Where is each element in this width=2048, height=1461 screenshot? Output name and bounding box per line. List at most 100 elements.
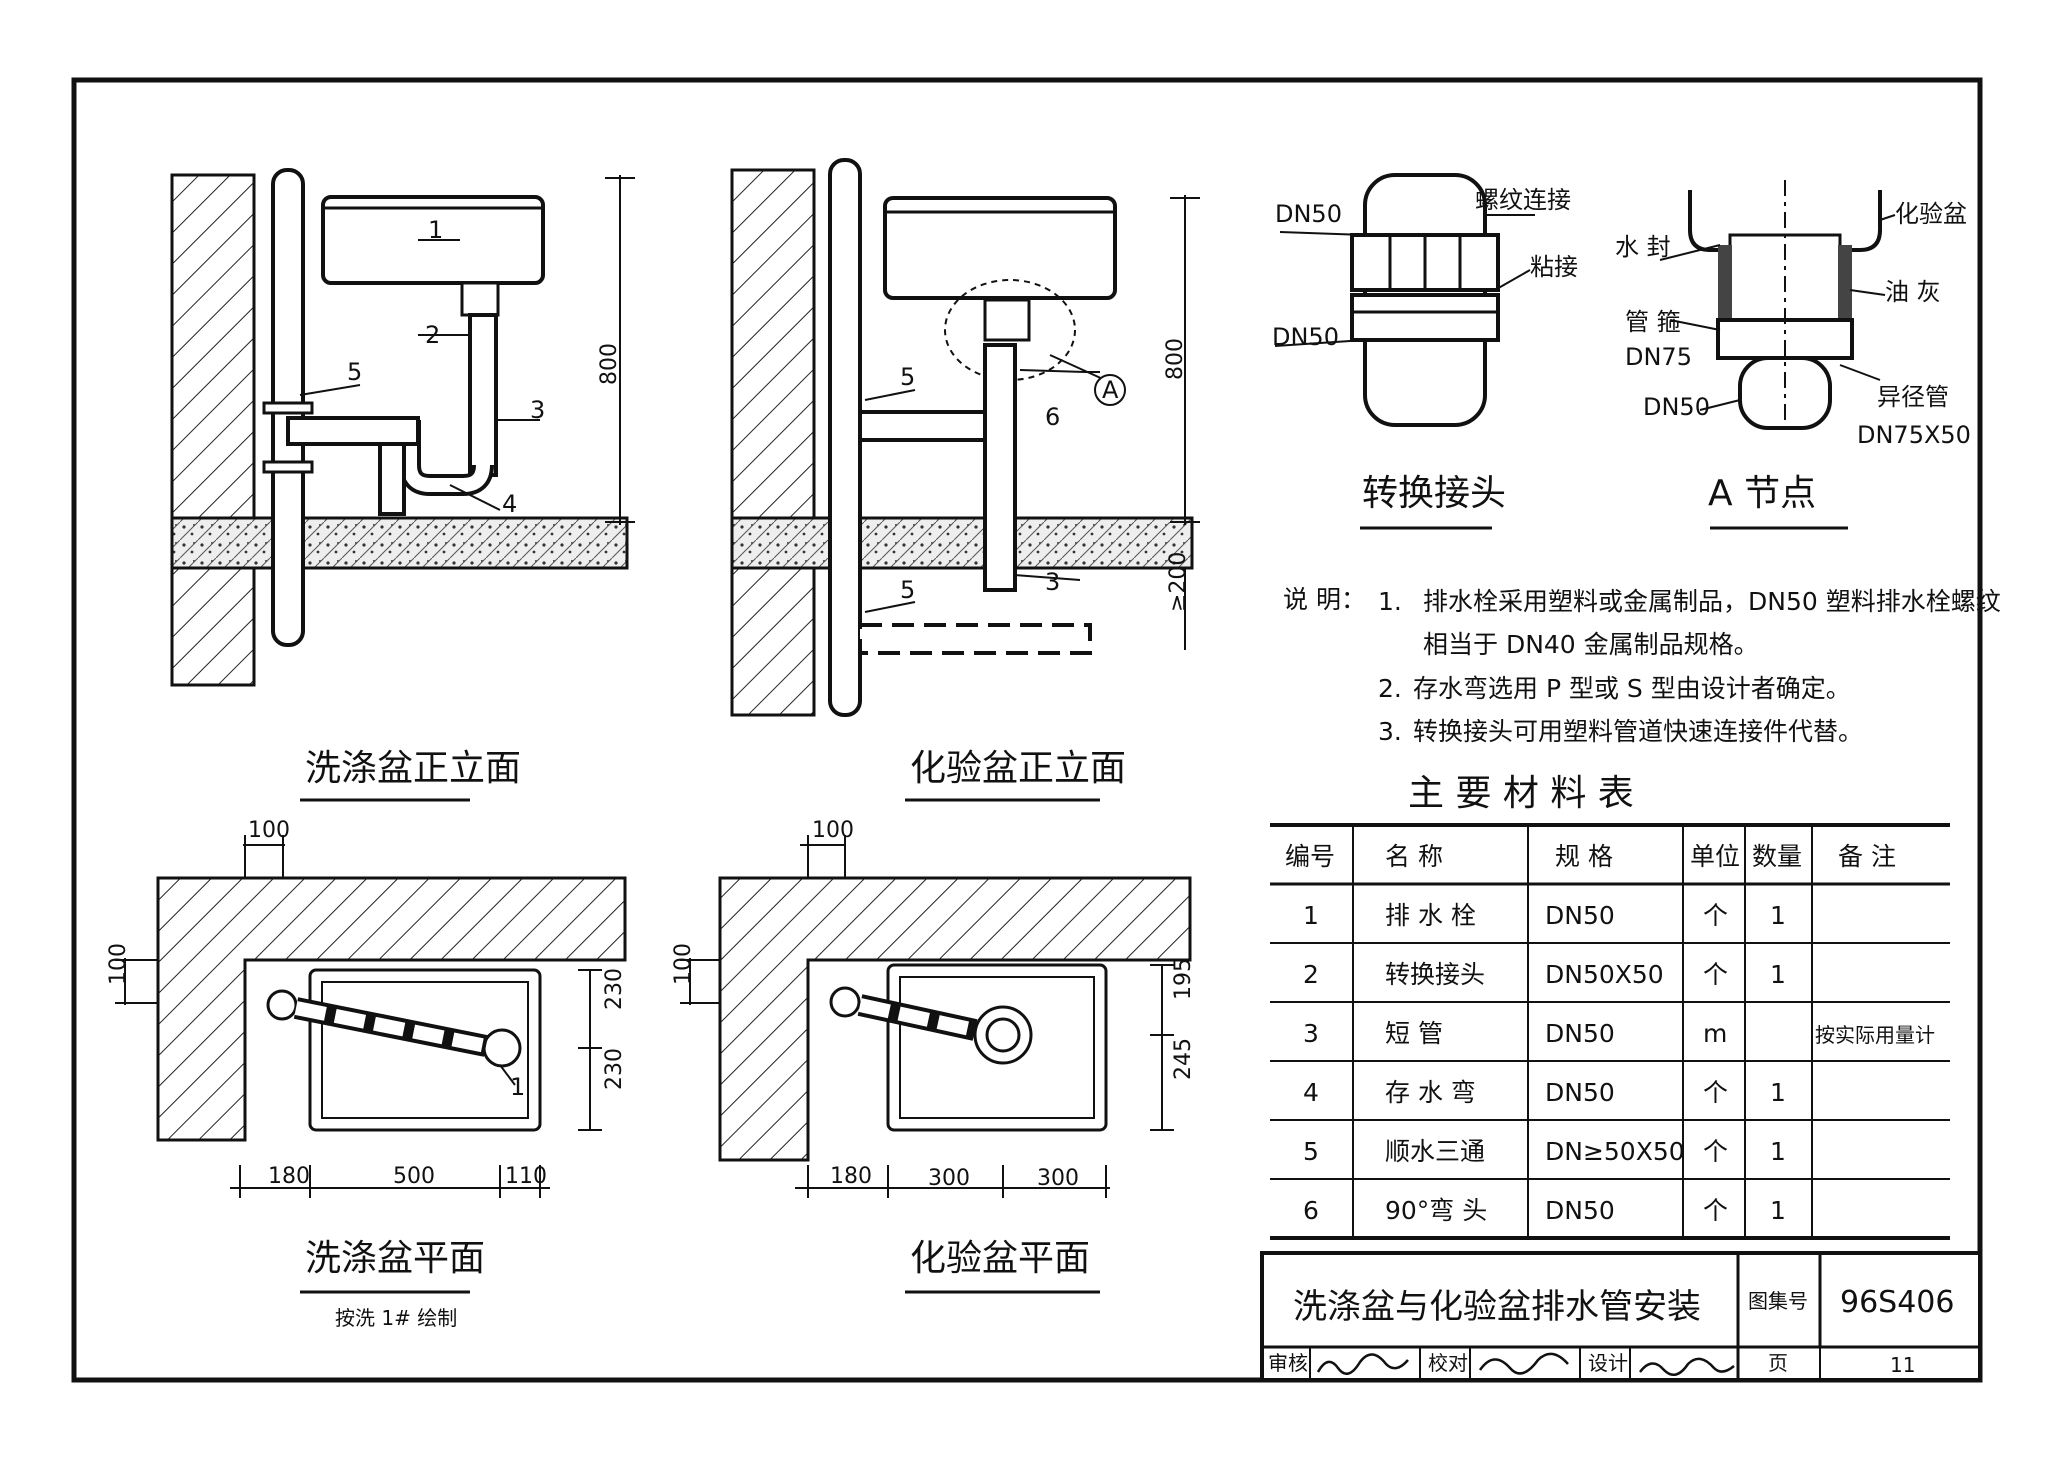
pipe-size: DN50 (1643, 393, 1710, 421)
wall-corner (718, 876, 1192, 1162)
notes-heading: 说 明： (1283, 585, 1366, 614)
sink-plan-subcaption: 按洗 1# 绘制 (335, 1306, 457, 1330)
cell-name: 90°弯 头 (1385, 1196, 1487, 1225)
table-row: 1 排 水 栓 DN50 个 1 (1303, 901, 1786, 930)
cell-spec: DN50 (1545, 1019, 1615, 1048)
drain-plug (460, 281, 500, 317)
sink-plan: 1 100 100 230 230 180 500 110 洗涤盆平面 按洗 1… (106, 818, 627, 1330)
floor-slab (170, 516, 629, 570)
thread-label: 螺纹连接 (1475, 186, 1571, 214)
glued-section (1350, 293, 1500, 342)
lab-basin (883, 196, 1117, 300)
cell-qty: 1 (1770, 901, 1786, 930)
basin-label: 化验盆 (1895, 200, 1967, 228)
header-remark: 备 注 (1838, 842, 1896, 871)
seal-label: 水 封 (1615, 233, 1671, 261)
page-number: 11 (1890, 1353, 1915, 1377)
reducer-label: 异径管 (1877, 383, 1949, 411)
cell-unit: 个 (1703, 960, 1728, 989)
branch-pipe (858, 410, 987, 442)
node-a-caption: A 节点 (1708, 473, 1816, 514)
cell-no: 3 (1303, 1019, 1319, 1048)
cell-name: 存 水 弯 (1385, 1078, 1476, 1107)
notes: 说 明： 1. 排水栓采用塑料或金属制品，DN50 塑料排水栓螺纹 相当于 DN… (1283, 585, 2001, 746)
p-trap (403, 420, 490, 492)
cell-spec: DN50 (1545, 1196, 1615, 1225)
reducer-size: DN75X50 (1857, 421, 1971, 449)
cell-unit: 个 (1703, 1137, 1728, 1166)
sink-elevation-caption: 洗涤盆正立面 (305, 748, 521, 789)
drain-plan (482, 1028, 522, 1068)
adapter-detail: DN50 DN50 螺纹连接 粘接 转换接头 (1272, 173, 1578, 530)
cell-qty: 1 (1770, 1078, 1786, 1107)
height-value: 800 (1163, 338, 1188, 380)
check-label: 校对 (1428, 1351, 1468, 1375)
callout-5-upper: 5 (900, 363, 915, 391)
cell-name: 短 管 (1385, 1019, 1443, 1048)
cell-remark: 按实际用量计 (1815, 1023, 1935, 1047)
dim-right-lower: 230 (602, 1048, 627, 1090)
note-3-no: 3. (1378, 717, 1402, 746)
riser-plan (829, 986, 861, 1018)
depth-value: ≥200 (1166, 552, 1191, 612)
callout-4: 4 (502, 490, 517, 518)
callout-5-lower: 5 (900, 576, 915, 604)
riser-pipe (828, 158, 862, 717)
drawing-title: 洗涤盆与化验盆排水管安装 (1293, 1287, 1701, 1327)
callout-2: 2 (425, 321, 440, 349)
lab-plan: 100 100 195 245 180 300 300 化验盆平面 (671, 818, 1196, 1294)
callout-6: 6 (1045, 403, 1060, 431)
basin-wall-right (1840, 190, 1882, 252)
header-qty: 数量 (1752, 842, 1802, 871)
cell-name: 排 水 栓 (1385, 901, 1476, 930)
adapter-caption: 转换接头 (1362, 473, 1506, 514)
review-label: 审核 (1268, 1351, 1308, 1375)
note-1-cont: 相当于 DN40 金属制品规格。 (1423, 630, 1759, 659)
note-3-text: 转换接头可用塑料管道快速连接件代替。 (1413, 717, 1863, 746)
cell-unit: 个 (1703, 1196, 1728, 1225)
sink-elevation: 1 2 3 4 5 800 洗涤盆正立面 (170, 168, 635, 802)
dim-top: 100 (812, 818, 854, 843)
cell-spec: DN50 (1545, 1078, 1615, 1107)
cell-no: 6 (1303, 1196, 1319, 1225)
branch-pipe (286, 416, 420, 446)
sink-outline (308, 968, 542, 1132)
callout-3: 3 (530, 396, 545, 424)
dim-right-upper: 230 (602, 968, 627, 1010)
callout-1: 1 (428, 216, 443, 244)
dim-top: 100 (248, 818, 290, 843)
dim-bottom-a: 180 (268, 1164, 310, 1189)
putty-left (1718, 245, 1732, 320)
putty-right (1838, 245, 1852, 320)
cell-qty: 1 (1770, 1137, 1786, 1166)
cell-name: 顺水三通 (1385, 1137, 1485, 1166)
cell-name: 转换接头 (1385, 960, 1485, 989)
floor-slab (730, 516, 1194, 570)
wall-section (170, 173, 256, 687)
cell-spec: DN50X50 (1545, 960, 1664, 989)
note-2-no: 2. (1378, 674, 1402, 703)
sink-plan-caption: 洗涤盆平面 (305, 1238, 485, 1279)
header-spec: 规 格 (1555, 842, 1613, 871)
dim-right-upper: 195 (1171, 958, 1196, 1000)
riser-plan (266, 989, 298, 1021)
adapter-top-size: DN50 (1275, 200, 1342, 228)
cell-unit: 个 (1703, 1078, 1728, 1107)
atlas-label: 图集号 (1748, 1289, 1808, 1313)
cell-no: 1 (1303, 901, 1319, 930)
callout-3: 3 (1045, 568, 1060, 596)
header-unit: 单位 (1690, 842, 1740, 871)
cell-spec: DN50 (1545, 901, 1615, 930)
cell-qty: 1 (1770, 1196, 1786, 1225)
sleeve-size: DN75 (1625, 343, 1692, 371)
wall-corner (156, 876, 627, 1142)
cell-unit: m (1703, 1019, 1727, 1048)
signature-check (1478, 1352, 1569, 1375)
cell-no: 4 (1303, 1078, 1319, 1107)
wall-section (730, 168, 816, 717)
header-no: 编号 (1285, 842, 1335, 871)
glue-label: 粘接 (1530, 253, 1578, 281)
table-row: 2 转换接头 DN50X50 个 1 (1303, 960, 1786, 989)
design-label: 设计 (1588, 1351, 1628, 1375)
dim-left: 100 (671, 943, 696, 985)
